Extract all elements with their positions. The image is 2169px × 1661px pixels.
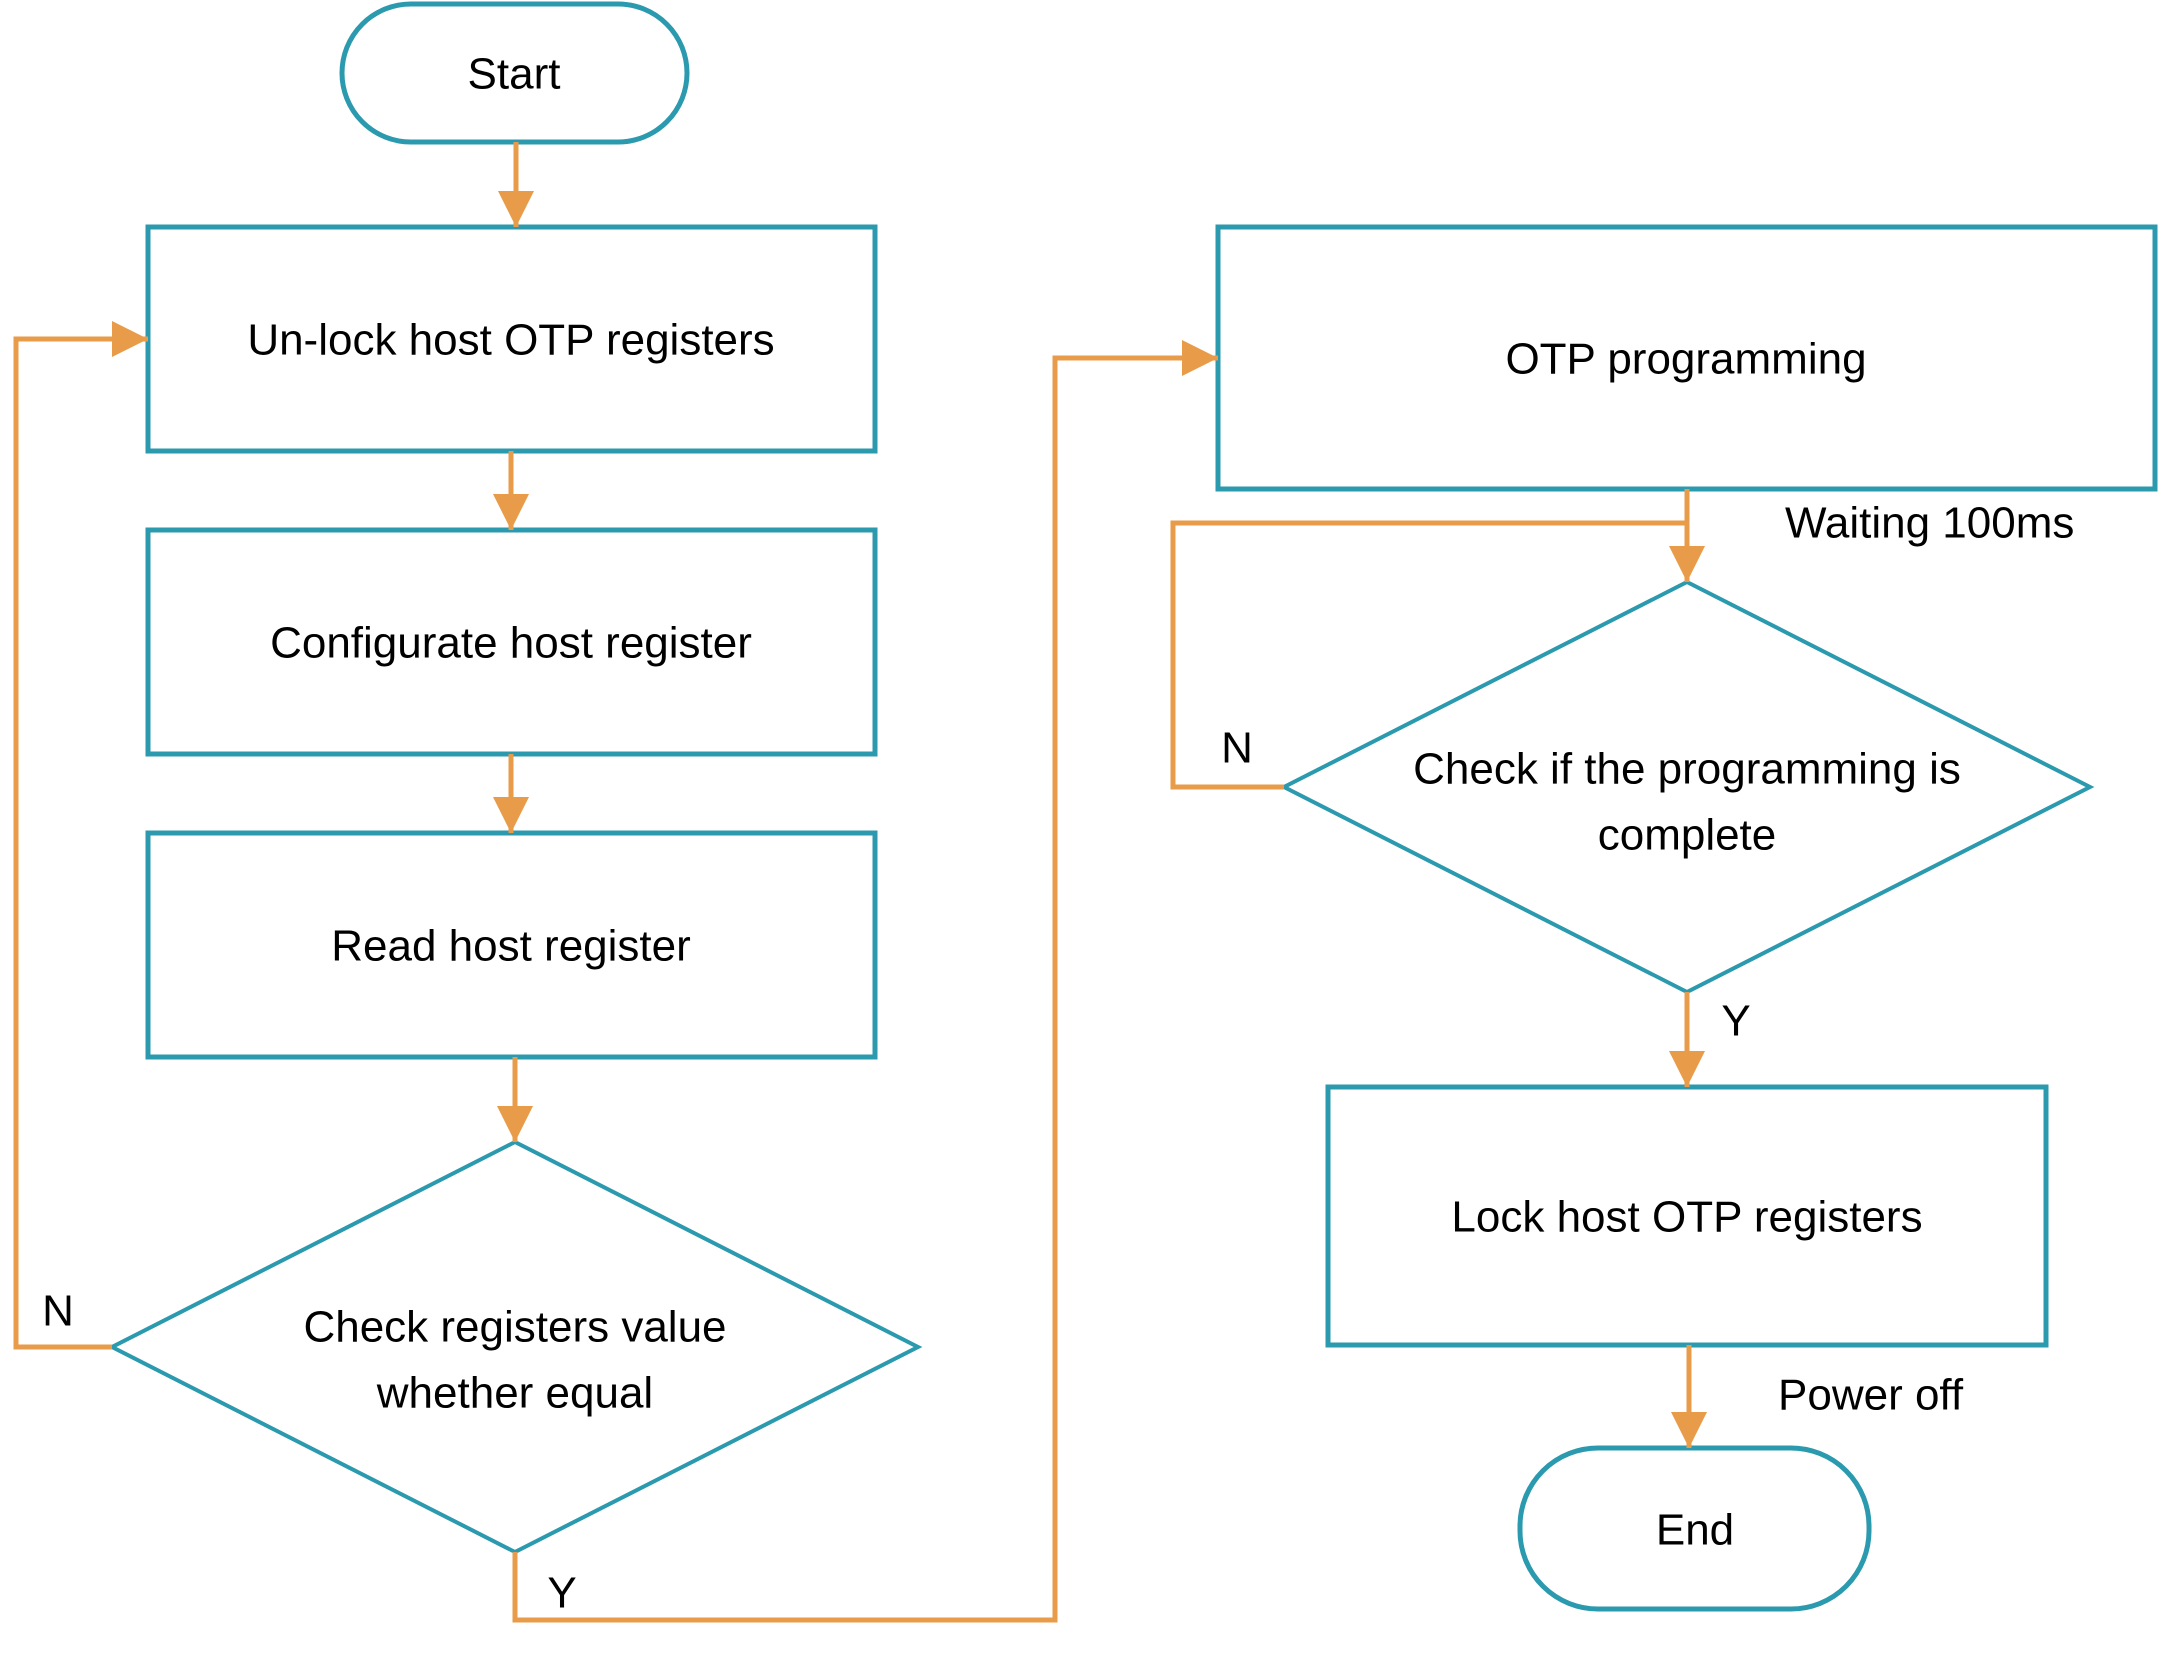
branch-label-y-check-registers: Y: [547, 1568, 576, 1617]
annotation-waiting-100ms: Waiting 100ms: [1785, 498, 2074, 547]
otp-programming-label: OTP programming: [1505, 334, 1866, 383]
lock-label: Lock host OTP registers: [1451, 1192, 1922, 1241]
branch-label-n-check-programming: N: [1221, 723, 1253, 772]
branch-label-n-check-registers: N: [42, 1286, 74, 1335]
end-label: End: [1656, 1505, 1734, 1554]
edge-check-programming-n-loop: [1170, 520, 1687, 790]
check-programming-label-line2: complete: [1598, 810, 1777, 859]
process-read-host-register: [145, 830, 878, 1060]
branch-label-y-check-programming: Y: [1721, 996, 1750, 1045]
check-registers-label-line1: Check registers value: [303, 1302, 726, 1351]
process-unlock-host-otp-registers: [145, 224, 878, 454]
end-terminator: [1517, 1445, 1872, 1612]
check-registers-label-line2: whether equal: [376, 1368, 653, 1417]
process-lock-host-otp-registers: [1325, 1084, 2049, 1348]
start-label: Start: [468, 49, 561, 98]
configurate-label: Configurate host register: [270, 618, 752, 667]
read-label: Read host register: [331, 921, 691, 970]
check-programming-label-line1: Check if the programming is: [1413, 744, 1961, 793]
edge-check-registers-n-loop: [13, 321, 148, 1350]
annotation-power-off: Power off: [1778, 1370, 1964, 1419]
edge-check-registers-y-to-otp: [512, 340, 1218, 1623]
unlock-label: Un-lock host OTP registers: [247, 315, 774, 364]
